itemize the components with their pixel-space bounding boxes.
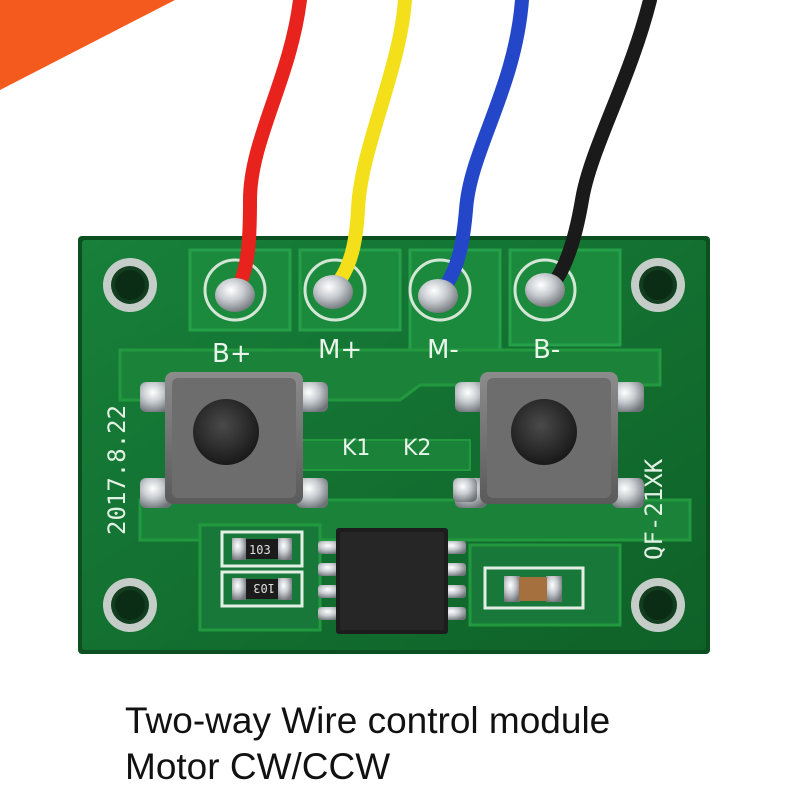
wire-pad-b-minus bbox=[513, 258, 577, 322]
button-cap bbox=[511, 399, 577, 465]
wires bbox=[235, 0, 657, 289]
wire-red bbox=[235, 0, 307, 285]
button-label-k2: K2 bbox=[403, 436, 431, 461]
pad-label-b-minus: B- bbox=[533, 335, 560, 365]
button-label-k1: K1 bbox=[342, 436, 370, 461]
pad-label-m-minus: M- bbox=[427, 335, 459, 365]
solder-joints bbox=[215, 273, 565, 313]
smd-capacitor bbox=[483, 566, 585, 610]
date-mark: 2017.8.22 bbox=[103, 405, 131, 535]
pad-label-b-plus: B+ bbox=[212, 339, 252, 369]
wire-black bbox=[549, 0, 657, 287]
driver-ic-chip bbox=[318, 528, 466, 634]
pcb-board: B+ M+ M- B- 2017.8.22 QF-21XK K1 K2 bbox=[78, 236, 710, 654]
caption-line-2: Motor CW/CCW bbox=[125, 746, 391, 787]
smd-resistor: 103 bbox=[220, 530, 304, 568]
mounting-hole bbox=[103, 258, 157, 312]
solder-joint bbox=[418, 279, 458, 313]
wire-pad-b-plus bbox=[203, 258, 267, 322]
tactile-button-k1 bbox=[140, 372, 328, 508]
mounting-hole bbox=[103, 578, 157, 632]
wire-blue bbox=[441, 0, 529, 289]
wire-yellow bbox=[333, 0, 412, 287]
orange-corner-accent bbox=[0, 0, 175, 90]
resistor-mark: 103 bbox=[253, 581, 275, 595]
caption-line-1: Two-way Wire control module bbox=[125, 700, 611, 741]
solder-joint bbox=[313, 275, 353, 309]
wire-pad-m-minus bbox=[408, 258, 472, 322]
resistor-mark: 103 bbox=[249, 543, 271, 557]
pad-label-m-plus: M+ bbox=[318, 335, 362, 365]
tactile-button-k2 bbox=[455, 372, 644, 508]
copper-trace bbox=[299, 439, 471, 471]
model-mark: QF-21XK bbox=[640, 458, 668, 560]
copper-trace bbox=[188, 248, 622, 352]
mounting-hole bbox=[631, 258, 685, 312]
mounting-hole bbox=[631, 578, 685, 632]
solder-joint bbox=[525, 273, 565, 307]
solder-joint bbox=[215, 278, 255, 312]
solder-pad bbox=[453, 478, 477, 502]
button-cap bbox=[193, 399, 259, 465]
wire-pad-m-plus bbox=[303, 258, 367, 322]
smd-resistor: 103 bbox=[220, 570, 304, 608]
